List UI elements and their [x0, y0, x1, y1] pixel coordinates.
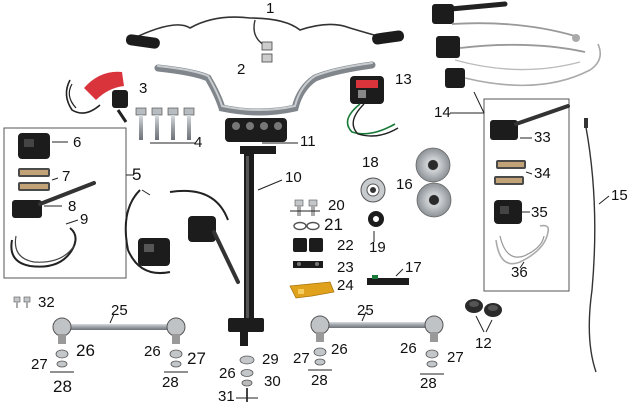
callout-17: 17 — [405, 259, 422, 276]
callout-5: 5 — [132, 165, 142, 184]
part-24-gold-bracket — [289, 281, 335, 299]
callout-27-a: 27 — [31, 356, 48, 373]
callout-28-a: 28 — [53, 377, 72, 396]
callout-25-right: 25 — [357, 302, 374, 319]
part-1-grips — [125, 16, 405, 63]
callout-2: 2 — [237, 61, 246, 78]
part-32-small-bolts — [13, 296, 31, 308]
part-7-brake-pads — [18, 168, 59, 191]
callout-27-b: 27 — [187, 349, 206, 368]
callout-31: 31 — [218, 388, 235, 405]
callout-13: 13 — [395, 71, 412, 88]
callout-26-a: 26 — [76, 341, 95, 360]
callout-28-d: 28 — [420, 375, 437, 392]
callout-20: 20 — [328, 197, 345, 214]
callout-22: 22 — [337, 237, 354, 254]
callout-18: 18 — [362, 154, 379, 171]
kit-5-frame — [3, 127, 127, 279]
callout-14: 14 — [434, 104, 451, 121]
part-36-hose — [495, 224, 550, 269]
callout-21: 21 — [324, 215, 343, 234]
callout-1: 1 — [266, 0, 275, 17]
callout-28-c: 28 — [311, 372, 328, 389]
callout-36: 36 — [511, 264, 528, 281]
part-21-washers — [293, 221, 320, 231]
callout-4: 4 — [194, 134, 203, 151]
part-25-tie-rod-right — [310, 311, 444, 342]
callout-15: 15 — [611, 187, 628, 204]
callout-24: 24 — [337, 277, 354, 294]
callout-32: 32 — [38, 294, 55, 311]
callout-26-b: 26 — [144, 343, 161, 360]
part-35-caliper — [494, 200, 530, 224]
callout-33: 33 — [534, 129, 551, 146]
callout-35: 35 — [531, 204, 548, 221]
part-3-throttle — [65, 71, 128, 123]
part-4-bolts — [135, 107, 195, 144]
part-17-bracket — [367, 268, 409, 285]
part-20-bolts — [290, 199, 320, 216]
callout-23: 23 — [337, 259, 354, 276]
callout-19: 19 — [369, 239, 386, 256]
part-34-brake-pads — [494, 160, 533, 185]
part-14-levers-cables — [432, 1, 601, 114]
part-33-master-cylinder — [490, 104, 570, 140]
part-22-rubber-blocks — [293, 238, 323, 252]
callout-27-c: 27 — [293, 350, 310, 367]
part-10-steering-stem — [228, 146, 283, 346]
callout-30: 30 — [264, 373, 281, 390]
part-12-boots — [465, 299, 502, 333]
part-8-master-cylinder — [12, 181, 96, 218]
callout-25-left: 25 — [111, 302, 128, 319]
callout-26-e: 26 — [219, 365, 236, 382]
part-11-clamps — [225, 118, 298, 144]
callout-6: 6 — [73, 134, 82, 151]
callout-34: 34 — [534, 165, 551, 182]
callout-9: 9 — [80, 211, 89, 228]
callout-28-b: 28 — [162, 374, 179, 391]
kit-14-frame — [483, 98, 570, 292]
part-23-plate — [293, 261, 323, 268]
callout-3: 3 — [139, 80, 148, 97]
part-19-seal — [368, 211, 384, 242]
part-15-cable — [584, 118, 610, 373]
callout-10: 10 — [285, 169, 302, 186]
callout-29: 29 — [262, 351, 279, 368]
part-25-tie-rod-left — [52, 313, 186, 344]
part-29-31-stem-hardware — [236, 355, 258, 402]
callout-12: 12 — [475, 335, 492, 352]
part-16-brake-discs — [415, 147, 452, 218]
front-brake-assembly — [124, 189, 240, 284]
tie-rod-hardware — [50, 347, 444, 375]
part-13-switch — [346, 76, 399, 137]
part-9-hose — [10, 219, 79, 268]
callout-11: 11 — [300, 133, 316, 150]
callout-7: 7 — [62, 168, 71, 185]
callout-26-c: 26 — [331, 341, 348, 358]
part-6-caliper — [18, 133, 68, 159]
callout-26-d: 26 — [400, 340, 417, 357]
callout-16: 16 — [396, 176, 413, 193]
callout-8: 8 — [68, 198, 77, 215]
callout-27-d: 27 — [447, 349, 464, 366]
part-18-bearing — [360, 177, 386, 203]
part-2-handlebar — [154, 61, 376, 116]
